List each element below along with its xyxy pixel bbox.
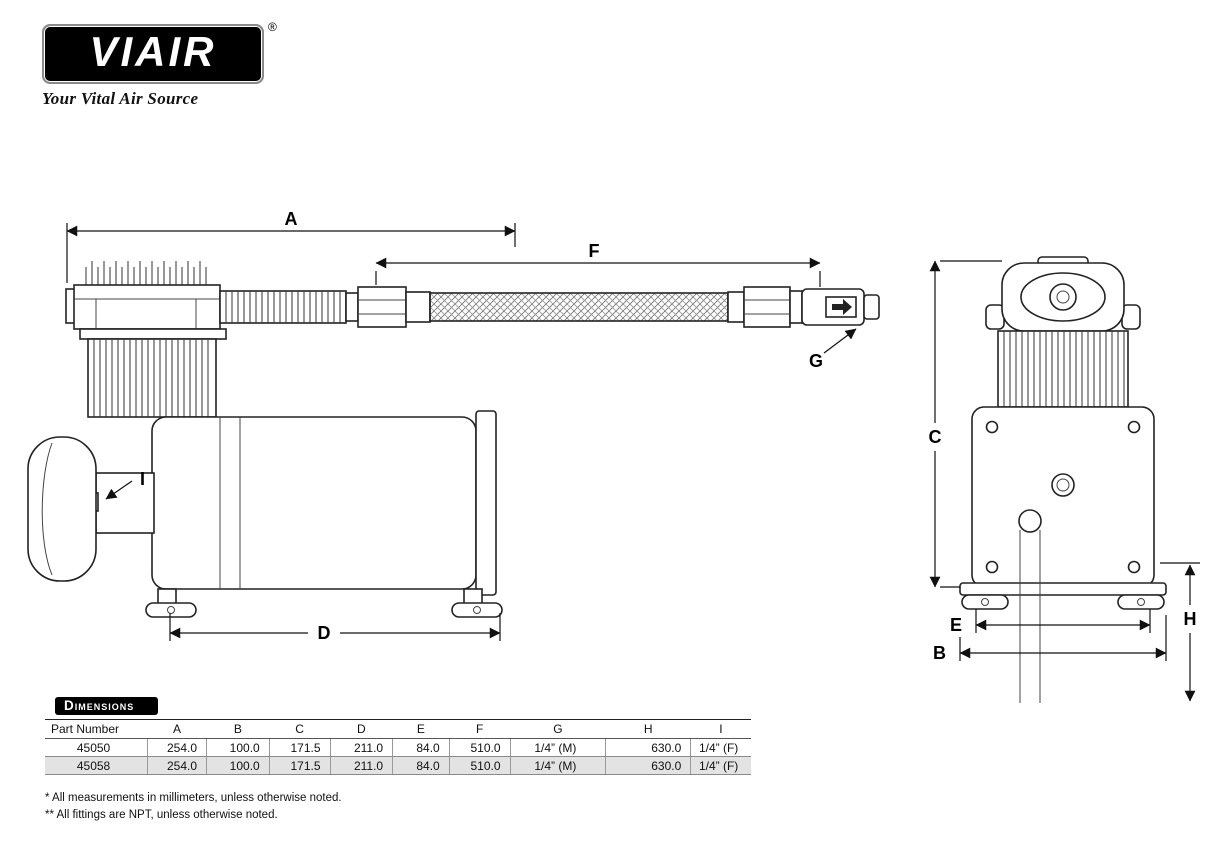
- registered-mark: ®: [268, 20, 277, 34]
- col-header-f: F: [449, 719, 511, 739]
- cell-g: 1/4” (M): [509, 738, 606, 757]
- dimension-label-a: A: [285, 209, 298, 229]
- dimension-b: B: [933, 615, 1167, 663]
- dimension-f: F: [375, 241, 821, 287]
- cell-d: 211.0: [329, 756, 393, 775]
- brand-tagline: Your Vital Air Source: [42, 89, 199, 108]
- col-header-g: G: [510, 719, 606, 739]
- cell-h: 630.0: [605, 738, 691, 757]
- cell-i: 1/4” (F): [690, 756, 751, 775]
- footnote-measurements: * All measurements in millimeters, unles…: [45, 792, 342, 804]
- dimension-label-f: F: [589, 241, 600, 261]
- cell-f: 510.0: [448, 738, 511, 757]
- col-header-e: E: [392, 719, 450, 739]
- compressor-body: [151, 410, 497, 596]
- dimension-label-i: I: [140, 469, 145, 489]
- cell-a: 254.0: [147, 756, 207, 775]
- side-view-dimensions: A F G I D: [66, 209, 857, 643]
- dimension-e: E: [950, 609, 1151, 635]
- front-view-dimensions: C H E B: [929, 260, 1200, 702]
- viair-logo: VIAIR: [42, 24, 264, 84]
- dimension-label-h: H: [1184, 609, 1197, 629]
- cell-i: 1/4” (F): [690, 738, 751, 757]
- head-cooling-fins: [85, 261, 207, 285]
- viair-logo-text: VIAIR: [89, 28, 217, 75]
- col-header-c: C: [269, 719, 330, 739]
- side-view-drawing: [27, 261, 880, 618]
- table-row-45058: 45058 254.0 100.0 171.5 211.0 84.0 510.0…: [45, 756, 751, 775]
- col-header-b: B: [206, 719, 270, 739]
- dimensions-section-title: Dimensions: [55, 697, 159, 715]
- dimension-label-c: C: [929, 427, 942, 447]
- front-cap: [985, 256, 1141, 332]
- flow-arrow-icon: [832, 299, 852, 315]
- dimension-h: H: [1160, 562, 1200, 702]
- col-header-d: D: [330, 719, 393, 739]
- cell-g: 1/4” (M): [509, 756, 606, 775]
- cell-b: 100.0: [206, 756, 270, 775]
- dimension-label-e: E: [950, 615, 962, 635]
- cell-e: 84.0: [392, 738, 450, 757]
- footnote-fittings: ** All fittings are NPT, unless otherwis…: [45, 808, 278, 821]
- dimension-g: G: [809, 328, 857, 371]
- col-header-i: I: [690, 719, 751, 739]
- col-header-a: A: [147, 719, 207, 739]
- front-feet: [959, 582, 1167, 610]
- dimension-a: A: [66, 209, 516, 283]
- compressor-head: [65, 284, 227, 340]
- table-header-row: Part Number A B C D E F G H I: [45, 719, 751, 739]
- cell-c: 171.5: [268, 738, 330, 757]
- cylinder-fins: [87, 338, 217, 418]
- footnotes: * All measurements in millimeters, unles…: [45, 790, 757, 823]
- dimension-label-b: B: [933, 643, 946, 663]
- dimension-i: I: [105, 469, 145, 500]
- cell-part-number: 45058: [45, 756, 148, 775]
- drain-tube: [1018, 509, 1042, 703]
- dimension-d: D: [169, 613, 501, 643]
- check-valve: [801, 288, 880, 326]
- dimension-label-d: D: [318, 623, 331, 643]
- dimensions-section: Dimensions Part Number A B C D E F G H: [45, 697, 757, 823]
- cell-d: 211.0: [329, 738, 393, 757]
- leader-hose: [219, 286, 803, 328]
- cell-a: 254.0: [147, 738, 207, 757]
- front-fins: [997, 330, 1129, 408]
- cell-part-number: 45050: [45, 738, 148, 757]
- cell-e: 84.0: [392, 756, 450, 775]
- dimension-label-g: G: [809, 351, 823, 371]
- front-body: [971, 406, 1155, 588]
- cell-c: 171.5: [268, 756, 330, 775]
- col-header-part-number: Part Number: [45, 719, 148, 739]
- col-header-h: H: [605, 719, 691, 739]
- air-filter: [27, 436, 155, 582]
- dimension-c: C: [929, 260, 1002, 588]
- front-view-drawing: [959, 256, 1167, 703]
- cell-f: 510.0: [448, 756, 511, 775]
- table-row-45050: 45050 254.0 100.0 171.5 211.0 84.0 510.0…: [45, 738, 751, 757]
- technical-drawing: A F G I D: [27, 209, 1200, 703]
- mounting-feet: [145, 588, 503, 618]
- cell-h: 630.0: [605, 756, 691, 775]
- cell-b: 100.0: [206, 738, 270, 757]
- brand-header: VIAIR ® Your Vital Air Source: [42, 20, 302, 109]
- dimensions-table: Part Number A B C D E F G H I 45050 254.…: [45, 719, 751, 775]
